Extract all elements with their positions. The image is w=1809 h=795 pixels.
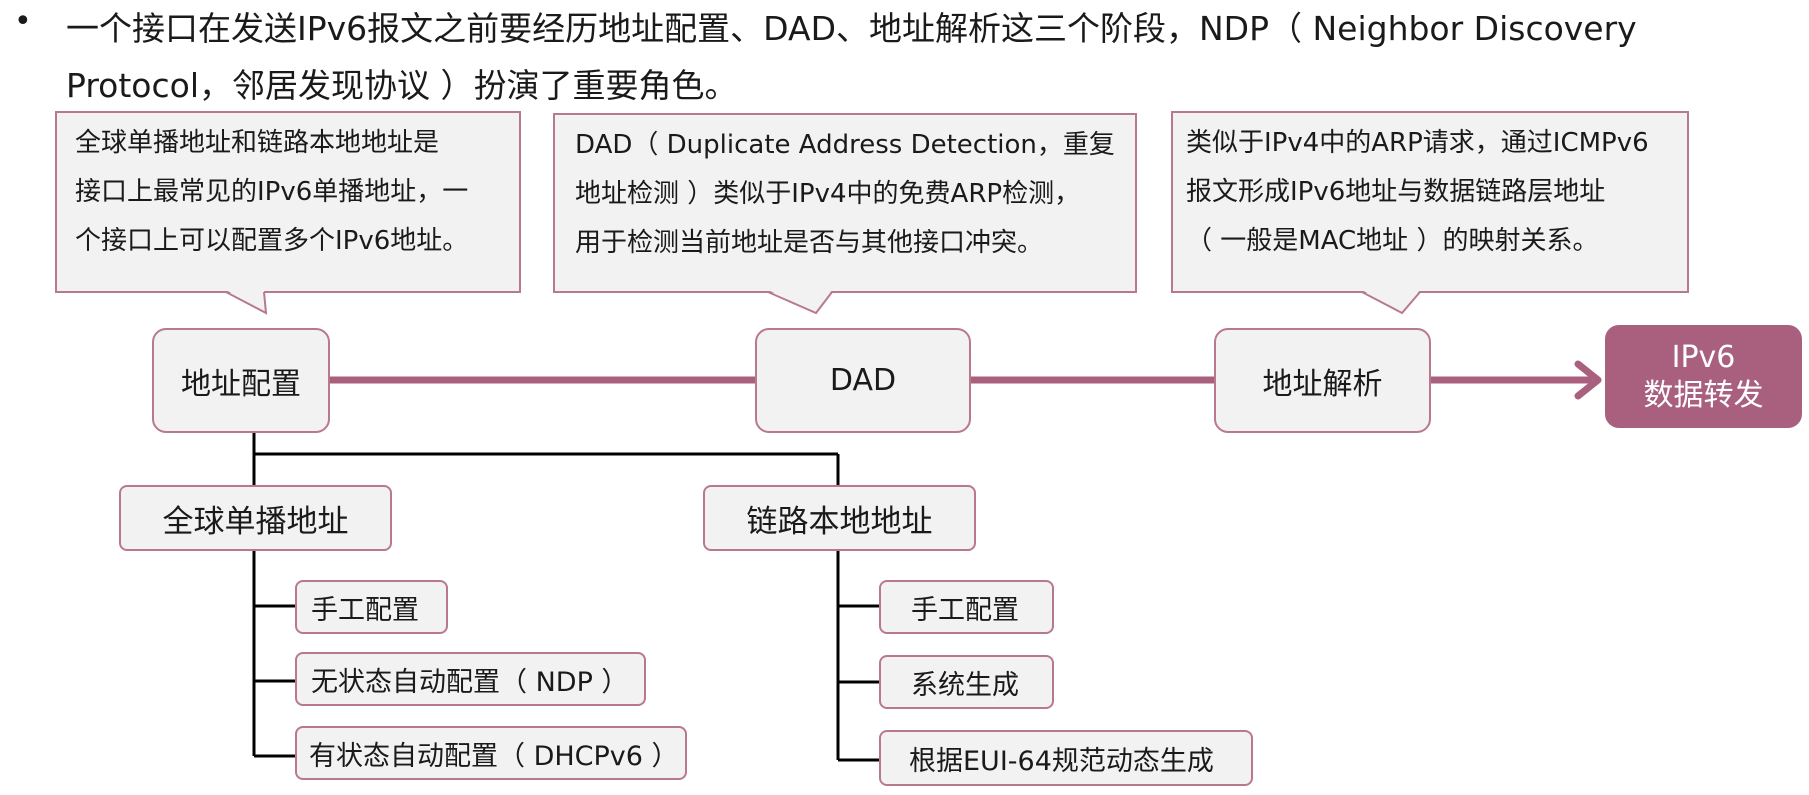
global-unicast-manual: 手工配置 (295, 580, 448, 634)
link-local-address: 链路本地地址 (703, 485, 976, 551)
final-line-1: IPv6 (1671, 339, 1736, 375)
callout-tail-edge (225, 291, 268, 315)
callout-unicast: 全球单播地址和链路本地地址是 接口上最常见的IPv6单播地址，一 个接口上可以配… (55, 111, 521, 293)
callout-tail (768, 290, 832, 313)
link-local-system-generated: 系统生成 (879, 655, 1054, 709)
link-local-eui64: 根据EUI-64规范动态生成 (879, 730, 1253, 786)
callout-line: 全球单播地址和链路本地地址是 (75, 128, 440, 158)
callout-line: 接口上最常见的IPv6单播地址，一 (75, 177, 469, 207)
final-line-2: 数据转发 (1643, 377, 1764, 413)
stage-address-resolution: 地址解析 (1214, 328, 1431, 433)
callout-tail-edge (767, 291, 833, 315)
callout-tail-edge (1361, 291, 1421, 315)
callout-line: （ 一般是MAC地址 ）的映射关系。 (1186, 226, 1599, 256)
stage-ipv6-forwarding: IPv6 数据转发 (1605, 325, 1802, 428)
bullet-marker: • (14, 4, 32, 39)
stage-address-config: 地址配置 (152, 328, 330, 433)
global-unicast-stateless: 无状态自动配置（ NDP ） (295, 652, 646, 706)
callout-line: 个接口上可以配置多个IPv6地址。 (75, 226, 469, 256)
link-local-manual: 手工配置 (879, 580, 1054, 634)
stage-dad: DAD (755, 328, 971, 433)
callout-line: DAD（ Duplicate Address Detection，重复 (575, 130, 1115, 160)
callout-line: 用于检测当前地址是否与其他接口冲突。 (575, 228, 1044, 258)
arrow-head (1574, 360, 1602, 400)
callout-resolution: 类似于IPv4中的ARP请求，通过ICMPv6 报文形成IPv6地址与数据链路层… (1171, 111, 1689, 293)
callout-tail (1362, 290, 1420, 313)
intro-text: 一个接口在发送IPv6报文之前要经历地址配置、DAD、地址解析这三个阶段，NDP… (66, 9, 1637, 105)
callout-line: 类似于IPv4中的ARP请求，通过ICMPv6 (1186, 128, 1649, 158)
global-unicast-stateful: 有状态自动配置（ DHCPv6 ） (295, 726, 687, 780)
callout-line: 报文形成IPv6地址与数据链路层地址 (1186, 177, 1606, 207)
global-unicast-address: 全球单播地址 (119, 485, 392, 551)
callout-line: 地址检测 ）类似于IPv4中的免费ARP检测， (575, 179, 1081, 209)
callout-dad: DAD（ Duplicate Address Detection，重复 地址检测… (553, 113, 1137, 293)
